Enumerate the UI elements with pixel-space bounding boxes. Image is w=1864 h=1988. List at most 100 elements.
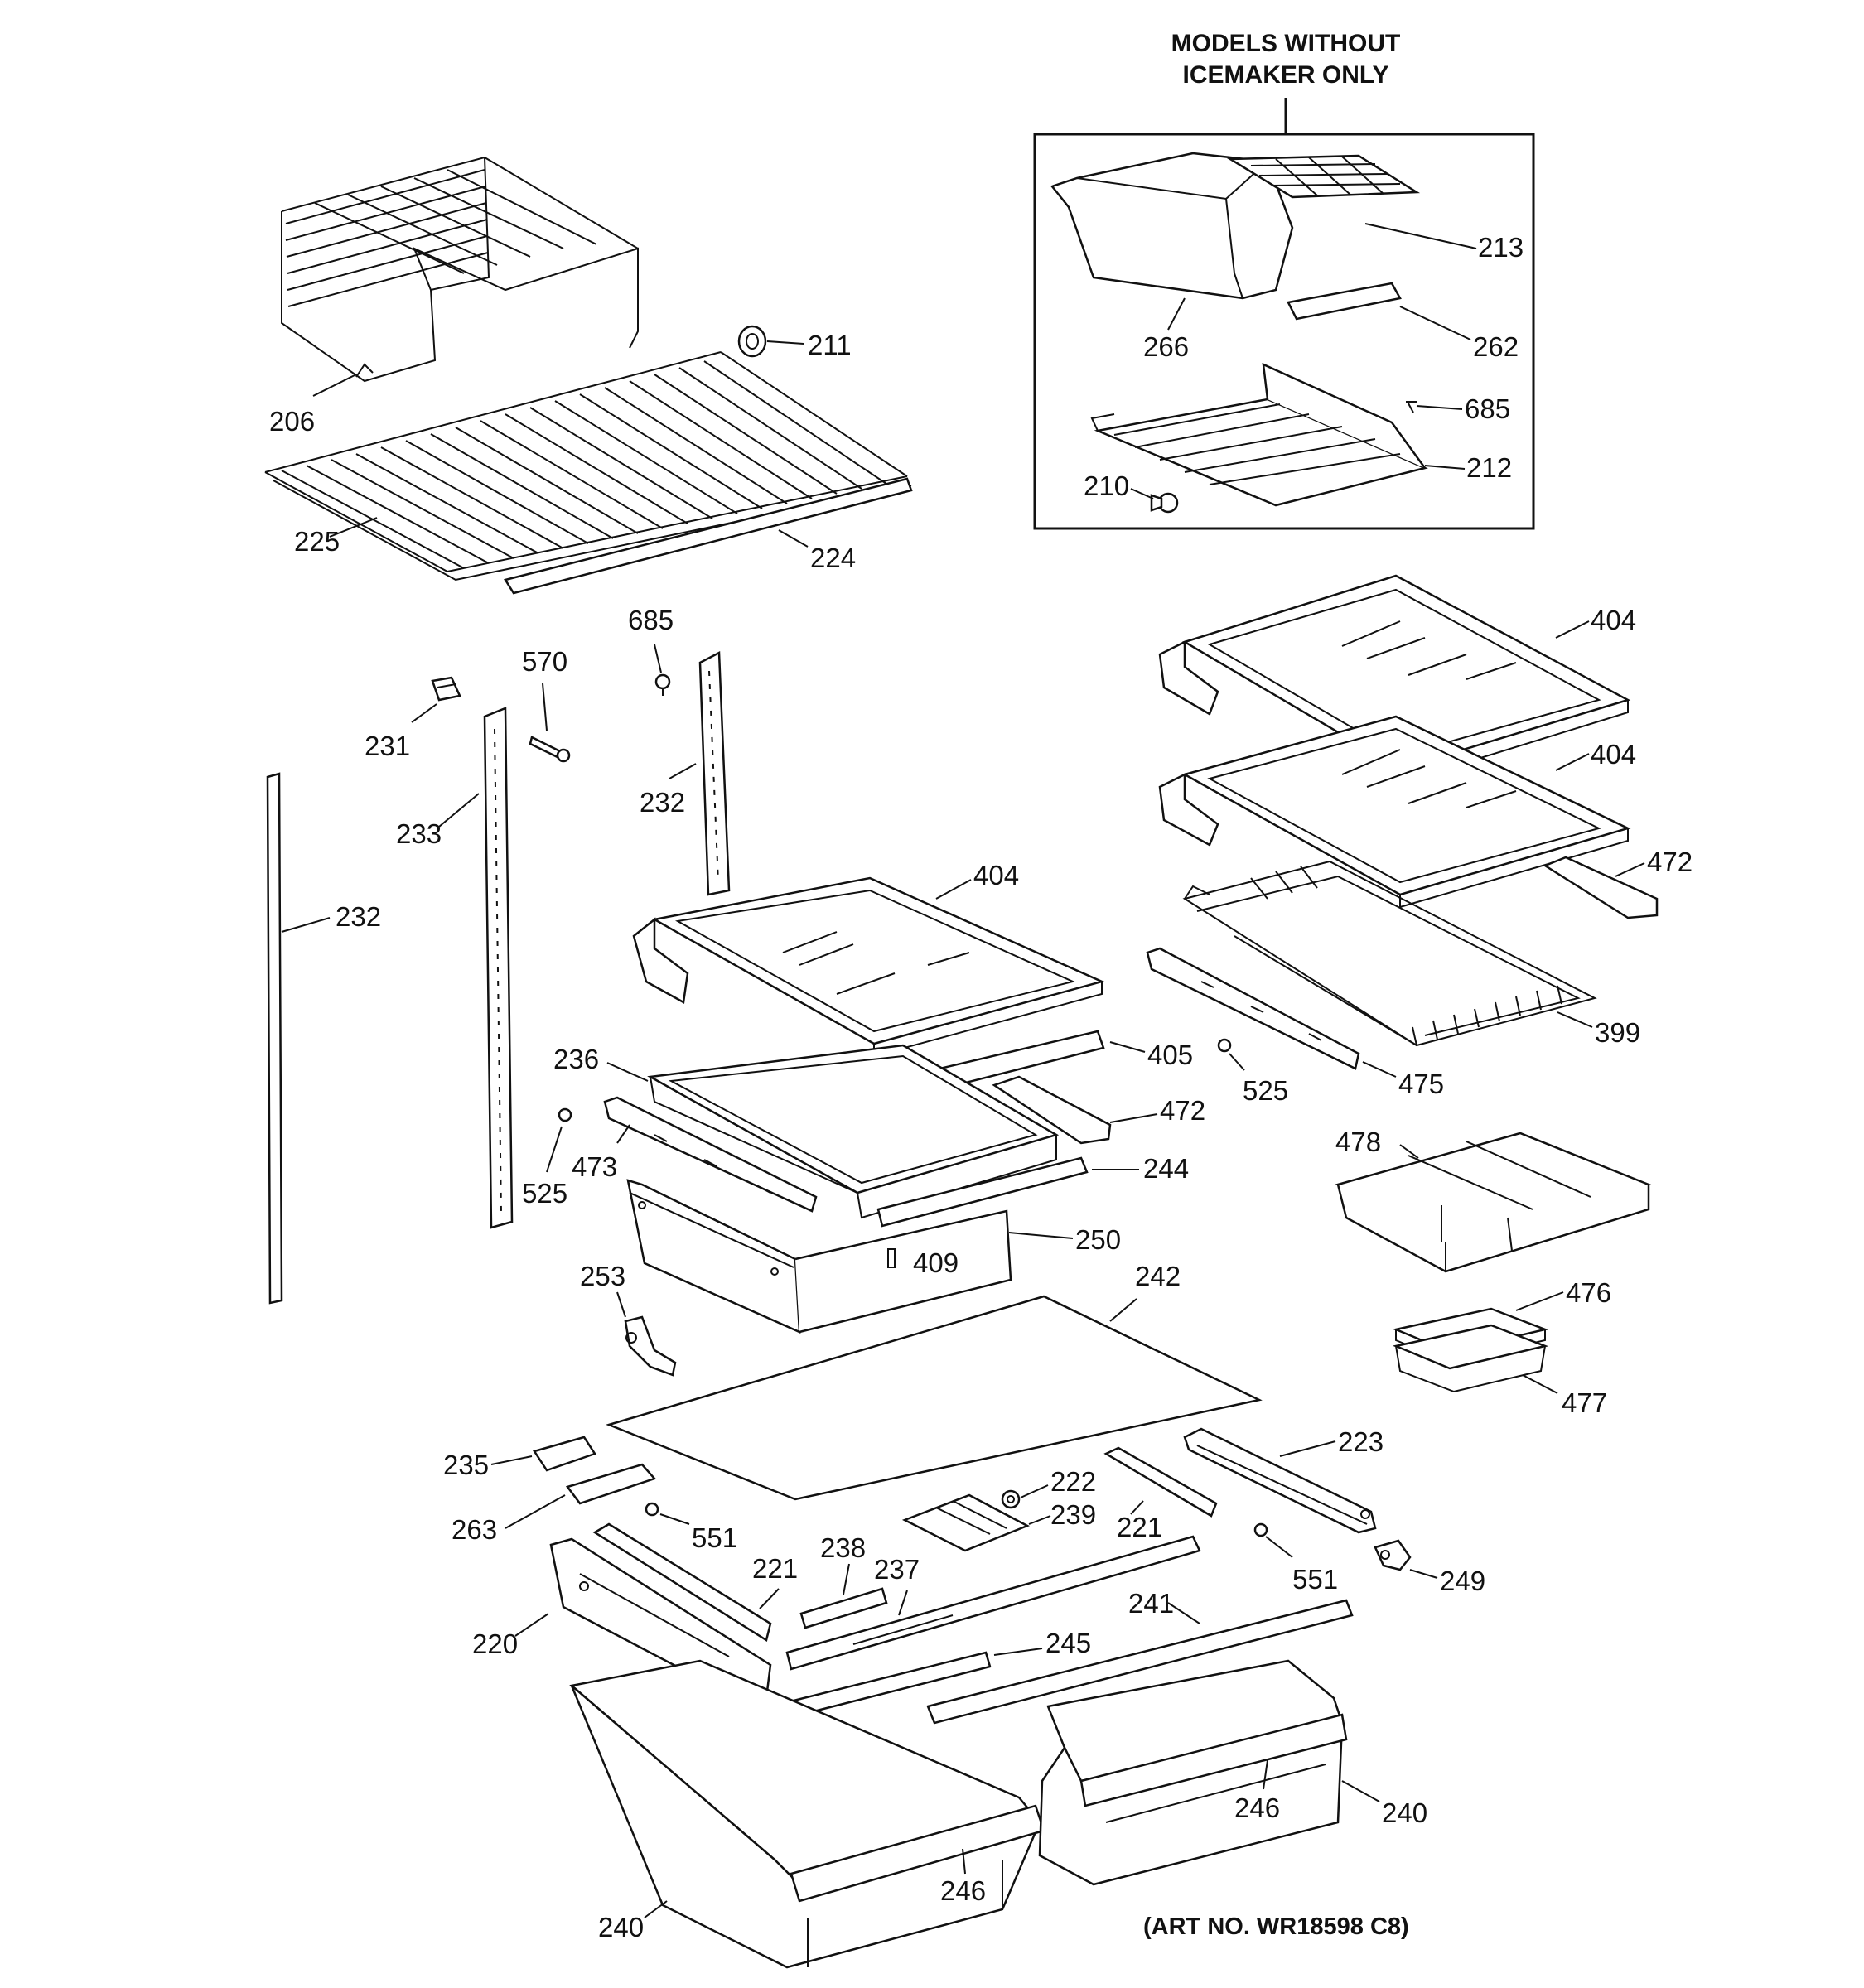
glass-shelf-part-404-top [1158,574,1631,784]
bracket-part-253 [624,1315,677,1377]
label-210: 210 [1084,470,1129,501]
label-473: 473 [572,1151,617,1182]
label-266: 266 [1143,331,1189,362]
label-246-right: 246 [1234,1793,1280,1823]
label-211: 211 [808,330,852,360]
inset-box: MODELS WITHOUT ICEMAKER ONLY [1033,30,1535,530]
crisper-drawer-part-240-right [1038,1659,1348,1886]
bracket-part-475 [1146,947,1360,1070]
bracket-part-473 [603,1096,818,1213]
label-236: 236 [553,1044,599,1074]
rail-part-233 [483,707,514,1229]
label-570: 570 [522,646,567,677]
inset-header-line1: MODELS WITHOUT [1171,30,1401,57]
bar-part-237 [785,1535,1201,1671]
crisper-cover-part-236 [647,1044,1060,1219]
label-235: 235 [443,1450,489,1480]
screw-part-525-left [558,1107,572,1122]
label-409: 409 [913,1247,959,1278]
glass-panel-part-242 [606,1295,1263,1501]
label-224: 224 [810,543,856,573]
label-263: 263 [452,1514,497,1545]
label-405: 405 [1147,1040,1193,1070]
label-221-left: 221 [752,1553,798,1584]
glass-shelf-part-404-center [632,876,1105,1058]
clip-part-249 [1374,1539,1412,1571]
label-404-top: 404 [1591,605,1636,635]
label-plate-part-238 [799,1587,888,1629]
label-685-main: 685 [628,605,674,635]
label-232-left: 232 [336,901,381,932]
label-476: 476 [1566,1277,1611,1308]
label-239: 239 [1050,1499,1096,1530]
label-399: 399 [1595,1017,1640,1048]
label-232-center: 232 [640,787,685,818]
label-220: 220 [472,1629,518,1659]
cap-part-211 [737,325,767,358]
crisper-drawer-part-240-left [569,1659,1045,1969]
label-477: 477 [1562,1387,1607,1418]
label-551-right: 551 [1292,1564,1338,1595]
label-206: 206 [269,406,315,437]
label-marker-409 [887,1248,896,1268]
wire-basket-part-399 [1182,860,1597,1047]
label-240-left: 240 [598,1912,644,1942]
label-240-right: 240 [1382,1797,1427,1828]
slide-part-472-right [1543,856,1659,919]
label-233: 233 [396,818,442,849]
rail-part-232-center [698,650,731,896]
label-237: 237 [874,1554,920,1585]
label-213: 213 [1478,232,1524,263]
label-472-right: 472 [1647,847,1693,877]
art-number: (ART NO. WR18598 C8) [1143,1913,1409,1940]
label-253: 253 [580,1261,625,1291]
screw-part-685-main [654,673,671,696]
clip-part-231 [431,676,461,702]
screw-part-685-inset [1406,401,1417,413]
label-685-inset: 685 [1465,393,1510,424]
slide-part-472-center [992,1075,1112,1145]
dairy-bin-part-478 [1335,1132,1652,1273]
screw-part-570 [529,736,571,763]
label-242: 242 [1135,1261,1181,1291]
screw-part-551-right [1253,1522,1268,1537]
label-246-left: 246 [940,1875,986,1906]
label-478: 478 [1335,1127,1381,1157]
label-404-center: 404 [973,860,1019,890]
label-472-center: 472 [1160,1095,1205,1126]
label-231: 231 [365,731,410,761]
rail-part-232-left [266,772,283,1305]
label-212: 212 [1466,452,1512,483]
stop-part-222 [1001,1489,1021,1509]
inset-header-line2: ICEMAKER ONLY [1183,61,1389,89]
clip-part-263 [565,1463,657,1505]
label-225: 225 [294,526,340,557]
label-223: 223 [1338,1426,1384,1457]
label-404-middle: 404 [1591,739,1636,770]
label-241: 241 [1128,1588,1174,1619]
knob-part-210 [1150,492,1179,514]
ice-bin-part-266 [1050,152,1294,300]
label-245: 245 [1045,1628,1091,1658]
ice-tray-part-213 [1226,154,1421,199]
glass-shelf-part-404-middle [1158,715,1631,909]
screw-part-525-right [1217,1038,1232,1053]
clip-part-235 [533,1436,596,1472]
crisper-pan-part-250 [626,1179,1012,1334]
label-222: 222 [1050,1466,1096,1497]
label-525-left: 525 [522,1178,567,1209]
screw-part-551-left [645,1502,659,1517]
label-221-right: 221 [1117,1512,1162,1542]
label-262: 262 [1473,331,1519,362]
trim-part-244 [876,1156,1089,1228]
label-238: 238 [820,1532,866,1563]
label-475: 475 [1398,1069,1444,1099]
wire-rack-part-206 [281,156,639,383]
bracket-part-239 [901,1493,1030,1552]
dish-part-477 [1392,1324,1549,1393]
label-551-left: 551 [692,1522,737,1553]
label-244: 244 [1143,1153,1189,1184]
label-249: 249 [1440,1566,1485,1596]
trim-part-241 [926,1599,1354,1725]
